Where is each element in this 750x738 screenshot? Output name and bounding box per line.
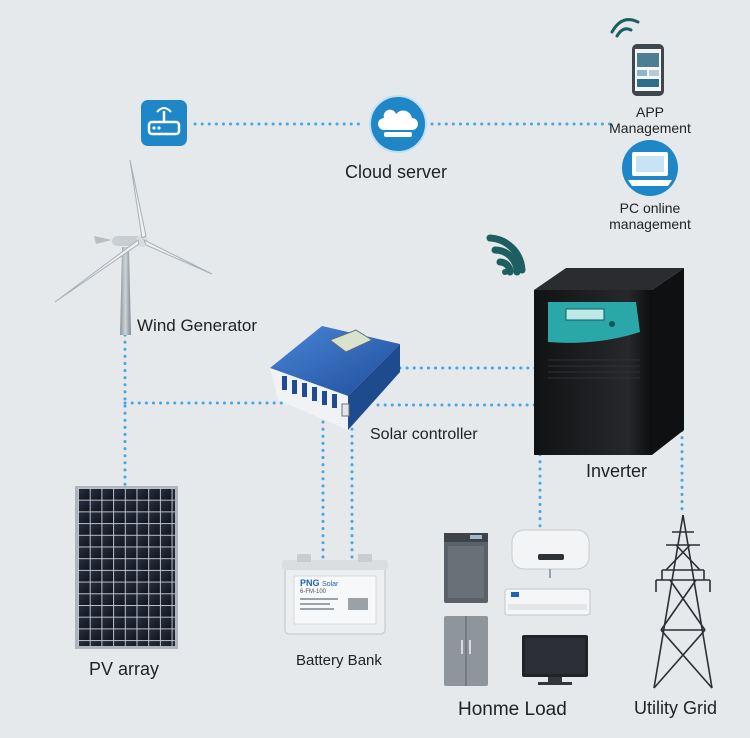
- app-label-line1: APP: [635, 104, 664, 120]
- pv-array-label: PV array: [89, 659, 160, 679]
- battery-brand-suffix: Solar: [322, 581, 339, 588]
- pc-label-line2: management: [609, 216, 691, 232]
- pc-online-management-label: PC online management: [595, 200, 705, 232]
- cloud-server-label: Cloud server: [345, 162, 448, 182]
- inverter-unit: [534, 268, 684, 455]
- app-label-line2: Management: [609, 120, 691, 136]
- battery-bank-label: Battery Bank: [296, 652, 382, 669]
- wind-generator-label: Wind Generator: [137, 316, 257, 335]
- wifi-icon: [486, 234, 526, 276]
- air-conditioner: [504, 588, 591, 616]
- home-load-label: Honme Load: [458, 699, 567, 720]
- television: [522, 635, 588, 685]
- inverter-label: Inverter: [586, 461, 648, 481]
- pv-array-panel: [75, 486, 178, 649]
- battery-brand-logo: PNG Solar: [300, 578, 338, 588]
- cloud-icon: [369, 95, 427, 153]
- wind-turbine: [54, 159, 213, 335]
- app-management-label: APP Management: [600, 104, 700, 136]
- solar-controller: [270, 326, 400, 430]
- computer-icon: [622, 140, 678, 196]
- solar-controller-label: Solar controller: [370, 426, 478, 443]
- utility-grid-label: Utility Grid: [634, 698, 718, 718]
- refrigerator: [444, 616, 488, 686]
- water-heater: [511, 529, 590, 578]
- washing-machine: [444, 533, 488, 603]
- pc-label-line1: PC online: [619, 200, 681, 216]
- battery-model: 6-FM-100: [300, 589, 327, 595]
- router-icon: [141, 100, 187, 146]
- smartphone-icon: [610, 18, 664, 96]
- battery-brand: PNG: [300, 578, 320, 588]
- battery-bank: [282, 554, 388, 635]
- utility-grid-tower: [653, 514, 713, 689]
